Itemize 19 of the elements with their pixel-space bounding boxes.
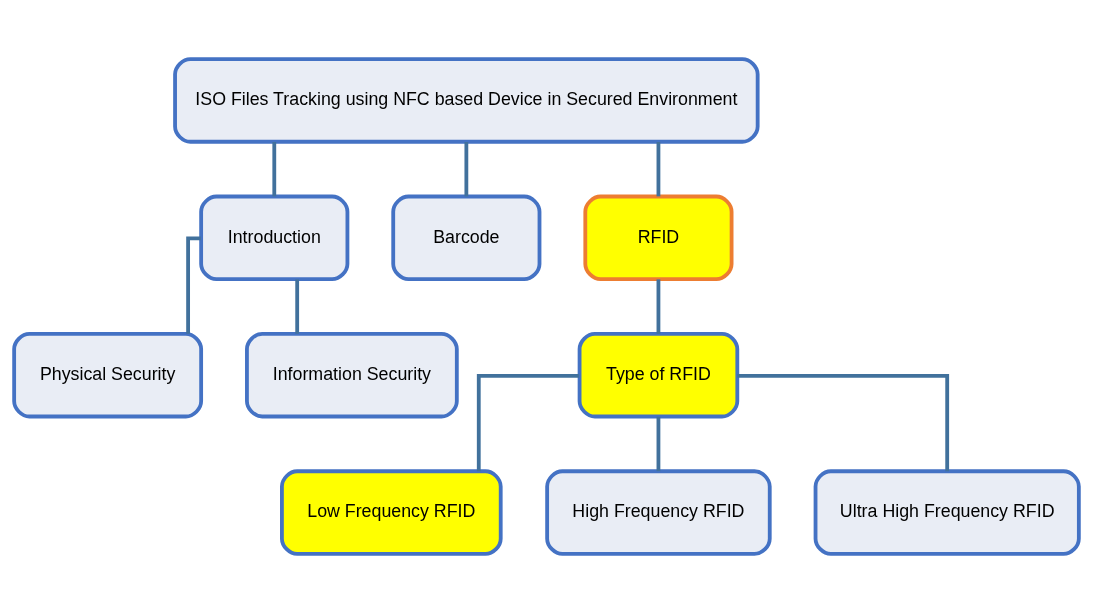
node-box: Barcode (391, 194, 542, 282)
node-box: High Frequency RFID (545, 469, 772, 556)
node-box: ISO Files Tracking using NFC based Device in Secured Environment (173, 57, 760, 144)
node-box: Ultra High Frequency RFID (813, 469, 1081, 556)
connector (464, 142, 469, 197)
node-box: RFID (583, 194, 734, 282)
connector (476, 373, 580, 472)
connector (656, 142, 661, 197)
connector (272, 142, 277, 197)
connector (656, 416, 661, 472)
node-box: Introduction (199, 194, 350, 282)
connector (186, 236, 201, 334)
node-box: Type of RFID (577, 331, 740, 419)
node-box: Information Security (245, 331, 459, 419)
connector (656, 279, 661, 334)
connector (295, 279, 300, 334)
node-box: Physical Security (12, 331, 204, 419)
node-box: Low Frequency RFID (280, 469, 503, 556)
connector (737, 373, 950, 472)
